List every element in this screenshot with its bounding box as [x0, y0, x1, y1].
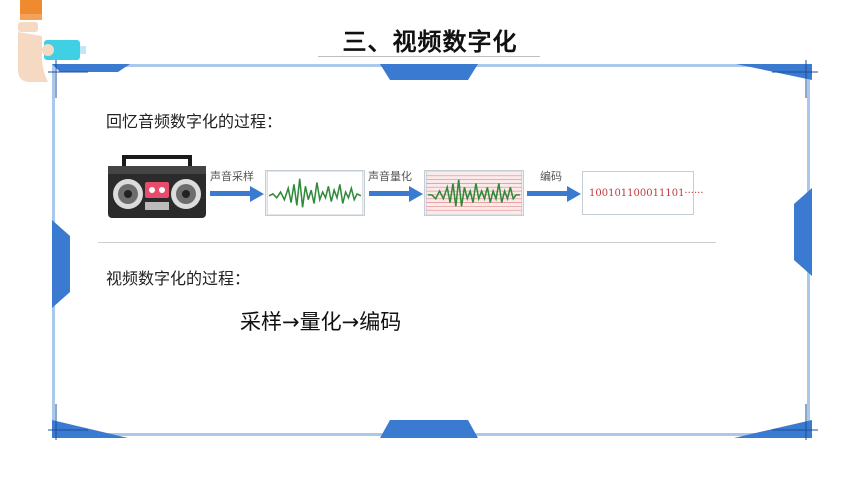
section-label-audio: 回忆音频数字化的过程：	[106, 112, 283, 131]
page-title: 三、视频数字化	[342, 28, 518, 56]
quantized-waveform	[424, 170, 524, 216]
section-label-video: 视频数字化的过程：	[106, 269, 251, 288]
section-divider	[98, 242, 716, 243]
step-label-quantization: 声音量化	[368, 170, 412, 183]
step-label-sampling: 声音采样	[210, 170, 254, 183]
video-process-text: 采样→量化→编码	[240, 310, 402, 334]
arrow-right-icon	[369, 186, 423, 202]
sampled-waveform	[265, 170, 365, 216]
arrow-right-icon	[210, 186, 264, 202]
binary-output: 100101100011101······	[582, 171, 704, 215]
title-underline	[318, 56, 540, 57]
radio-cassette-icon	[108, 155, 206, 218]
arrow-right-icon	[527, 186, 581, 202]
step-label-encoding: 编码	[540, 170, 562, 183]
usb-drive-logo-icon	[18, 0, 86, 82]
